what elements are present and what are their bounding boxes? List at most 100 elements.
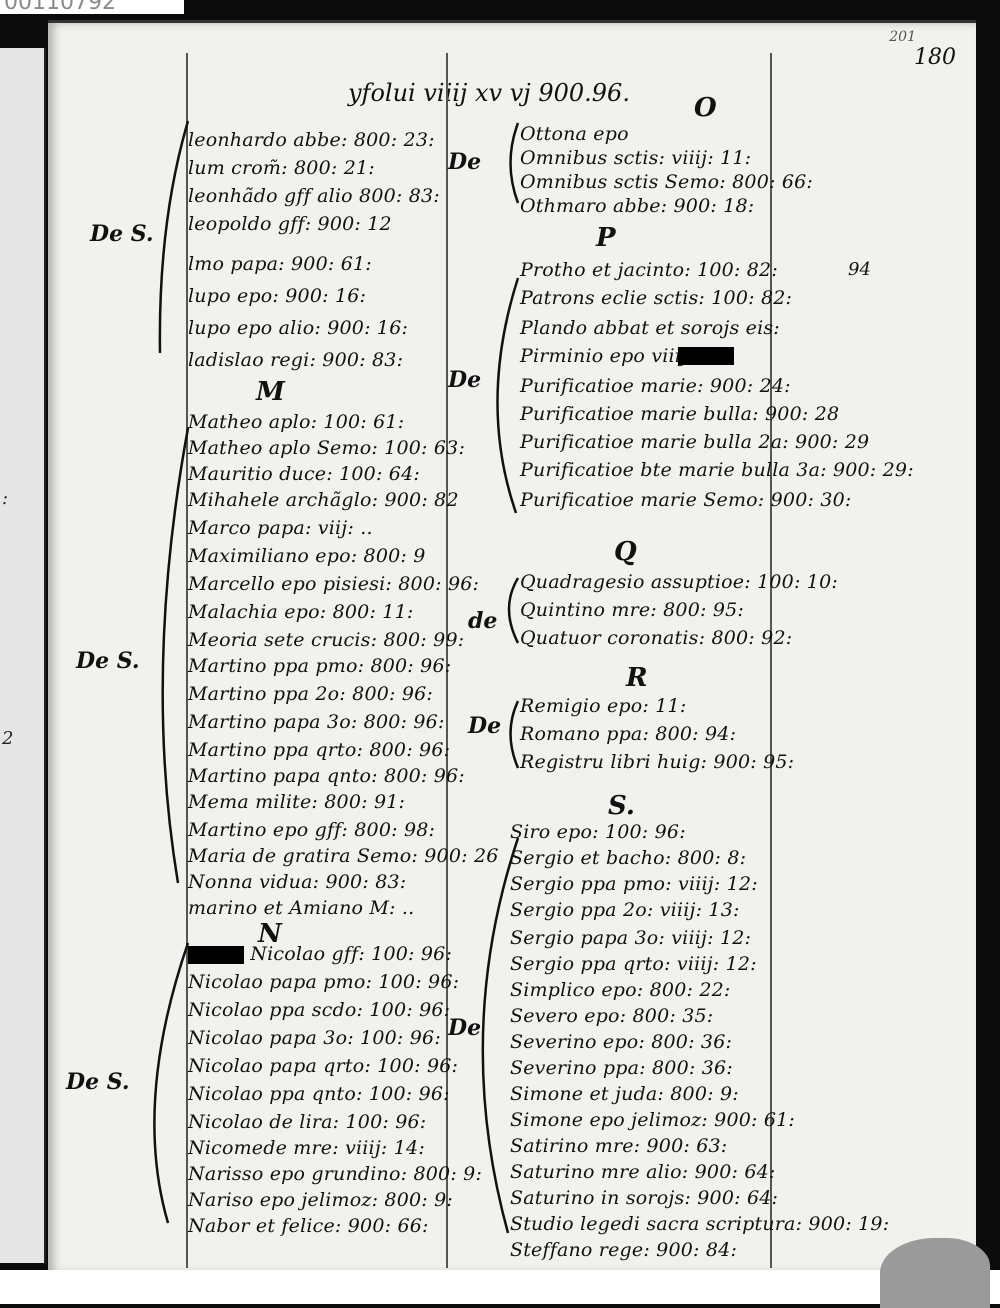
- bracket-marks: [153, 120, 520, 1234]
- index-entry: Martino papa qnto: 800: 96:: [188, 765, 465, 787]
- index-entry: Omnibus sctis Semo: 800: 66:: [520, 171, 814, 193]
- index-entry: Romano ppa: 800: 94:: [520, 723, 737, 745]
- ruling-line: [186, 53, 188, 1268]
- index-entry: Meoria sete crucis: 800: 99:: [188, 629, 465, 651]
- section-letter-p: P: [596, 223, 616, 253]
- index-entry: Purificatioe marie bulla 2a: 900: 29: [520, 431, 870, 453]
- index-entry: Marco papa: viij: ..: [188, 517, 373, 539]
- side-label-de: De: [448, 1015, 482, 1041]
- index-entry: ladislao regi: 900: 83:: [188, 349, 404, 371]
- index-entry: Nicolao gff: 100: 96:: [188, 943, 452, 965]
- section-letter-q: Q: [614, 537, 637, 567]
- index-entry: Narisso epo grundino: 800: 9:: [188, 1163, 483, 1185]
- index-entry: Siro epo: 100: 96:: [510, 821, 686, 843]
- index-entry: lum crom̃: 800: 21:: [188, 157, 375, 179]
- index-entry: Sergio ppa pmo: viiij: 12:: [510, 873, 758, 895]
- index-entry: Quintino mre: 800: 95:: [520, 599, 745, 621]
- section-letter-s: S.: [608, 791, 635, 821]
- index-entry: Simone epo jelimoz: 900: 61:: [510, 1109, 796, 1131]
- index-entry: Nicolao papa qrto: 100: 96:: [188, 1055, 459, 1077]
- index-entry: Severino ppa: 800: 36:: [510, 1057, 733, 1079]
- index-entry: Sergio et bacho: 800: 8:: [510, 847, 747, 869]
- index-entry: Nonna vidua: 900: 83:: [188, 871, 407, 893]
- index-entry: Nicomede mre: viiij: 14:: [188, 1137, 425, 1159]
- index-entry: Nicolao ppa qnto: 100: 96:: [188, 1083, 450, 1105]
- index-entry: Nicolao papa 3o: 100: 96:: [188, 1027, 441, 1049]
- previous-page-edge: : 2: [0, 48, 46, 1263]
- index-entry: Satirino mre: 900: 63:: [510, 1135, 728, 1157]
- index-entry: Mema milite: 800: 91:: [188, 791, 406, 813]
- index-entry: Purificatioe marie bulla: 900: 28: [520, 403, 840, 425]
- folio-number: 180: [914, 45, 956, 70]
- index-entry: Studio legedi sacra scriptura: 900: 19:: [510, 1213, 890, 1235]
- index-entry: Nicolao de lira: 100: 96:: [188, 1111, 427, 1133]
- section-letter-o: O: [694, 93, 717, 123]
- index-entry: Simplico epo: 800: 22:: [510, 979, 731, 1001]
- index-entry: Registru libri huig: 900: 95:: [520, 751, 795, 773]
- index-entry: Omnibus sctis: viiij: 11:: [520, 147, 752, 169]
- index-entry: Saturino in sorojs: 900: 64:: [510, 1187, 779, 1209]
- index-entry: Maria de gratira Semo: 900: 26: [188, 845, 499, 867]
- index-entry: Saturino mre alio: 900: 64:: [510, 1161, 776, 1183]
- side-label-de: De: [448, 367, 482, 393]
- index-entry: leonhardo abbe: 800: 23:: [188, 129, 435, 151]
- index-entry-text: Nicolao gff: 100: 96:: [250, 943, 453, 965]
- index-entry: Marcello epo pisiesi: 800: 96:: [188, 573, 480, 595]
- index-entry: Nicolao ppa scdo: 100: 96:: [188, 999, 451, 1021]
- index-entry: leopoldo gff: 900: 12: [188, 213, 392, 235]
- scan-bottom-margin: [0, 1270, 1000, 1304]
- index-entry: Sergio ppa qrto: viiij: 12:: [510, 953, 757, 975]
- index-entry: Martino ppa pmo: 800: 96:: [188, 655, 452, 677]
- prev-page-fragment: :: [2, 488, 9, 509]
- index-entry: Simone et juda: 800: 9:: [510, 1083, 739, 1105]
- index-entry: Nabor et felice: 900: 66:: [188, 1215, 429, 1237]
- margin-note: 94: [848, 259, 871, 280]
- index-entry: Quadragesio assuptioe: 100: 10:: [520, 571, 838, 593]
- side-label-de: De S.: [90, 221, 154, 247]
- index-entry: marino et Amiano M: ..: [188, 897, 415, 919]
- prev-page-fragment: 2: [2, 728, 14, 749]
- index-entry: Martino epo gff: 800: 98:: [188, 819, 436, 841]
- index-entry: Plando abbat et sorojs eis:: [520, 317, 780, 339]
- index-entry: Sergio papa 3o: viiij: 12:: [510, 927, 752, 949]
- index-entry: Patrons eclie sctis: 100: 82:: [520, 287, 793, 309]
- index-entry: Maximiliano epo: 800: 9: [188, 545, 426, 567]
- index-entry: Matheo aplo Semo: 100: 63:: [188, 437, 466, 459]
- index-entry: lmo papa: 900: 61:: [188, 253, 372, 275]
- index-entry: Malachia epo: 800: 11:: [188, 601, 414, 623]
- side-label-de: De: [448, 149, 482, 175]
- index-entry: Severino epo: 800: 36:: [510, 1031, 733, 1053]
- page-heading: yfolui viiij xv vj 900.96.: [348, 79, 630, 107]
- index-entry: Nicolao papa pmo: 100: 96:: [188, 971, 460, 993]
- index-entry: Purificatioe marie: 900: 24:: [520, 375, 791, 397]
- folio-faint-number: 201: [889, 29, 916, 45]
- scan-id-label: 00110792: [0, 0, 184, 14]
- thumb-holding-page: [880, 1238, 990, 1308]
- index-entry: lupo epo alio: 900: 16:: [188, 317, 409, 339]
- side-label-de: De S.: [76, 648, 140, 674]
- manuscript-page: 201 180 yfolui viiij xv vj 900.96. De S.…: [48, 20, 976, 1273]
- index-entry: Quatuor coronatis: 800: 92:: [520, 627, 793, 649]
- index-entry: Purificatioe marie Semo: 900: 30:: [520, 489, 852, 511]
- index-entry: Othmaro abbe: 900: 18:: [520, 195, 755, 217]
- side-label-de: De S.: [66, 1069, 130, 1095]
- index-entry: Nariso epo jelimoz: 800: 9:: [188, 1189, 454, 1211]
- index-entry: Martino ppa qrto: 800: 96:: [188, 739, 451, 761]
- index-entry: leonhãdo gff alio 800: 83:: [188, 185, 440, 207]
- index-entry: Steffano rege: 900: 84:: [510, 1239, 738, 1261]
- index-entry: Ottona epo: [520, 123, 629, 145]
- section-letter-r: R: [626, 663, 648, 693]
- index-entry: Protho et jacinto: 100: 82:: [520, 259, 778, 281]
- redacted-mark: [188, 946, 244, 964]
- index-entry: Matheo aplo: 100: 61:: [188, 411, 405, 433]
- index-entry: Martino ppa 2o: 800: 96:: [188, 683, 434, 705]
- side-label-de: de: [468, 608, 498, 634]
- index-entry: Purificatioe bte marie bulla 3a: 900: 29…: [520, 459, 914, 481]
- side-label-de: De: [468, 713, 502, 739]
- index-entry: Remigio epo: 11:: [520, 695, 687, 717]
- index-entry: Severo epo: 800: 35:: [510, 1005, 714, 1027]
- section-letter-n: N: [258, 919, 282, 949]
- index-entry: Mauritio duce: 100: 64:: [188, 463, 420, 485]
- index-entry: Martino papa 3o: 800: 96:: [188, 711, 445, 733]
- index-entry: Sergio ppa 2o: viiij: 13:: [510, 899, 740, 921]
